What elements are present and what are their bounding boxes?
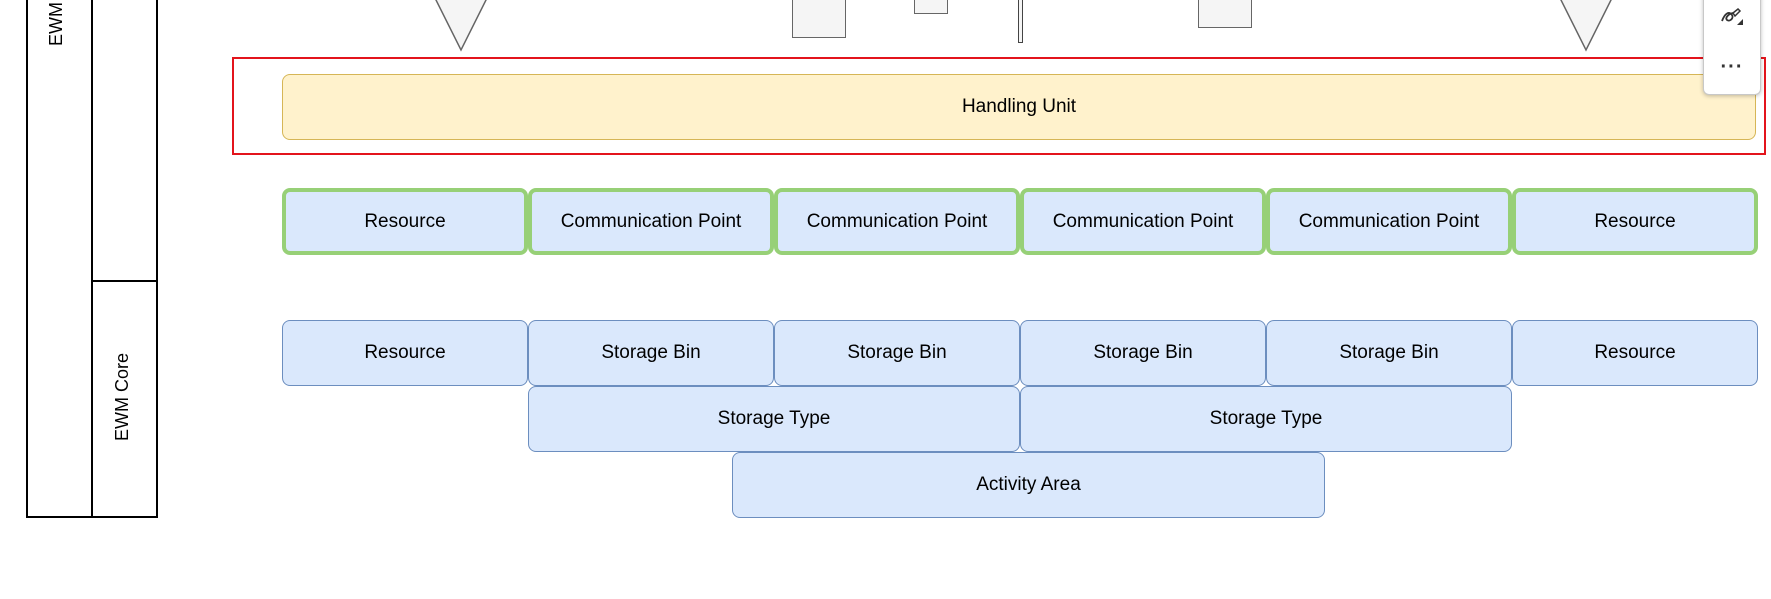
more-horizontal-icon: ··· (1720, 55, 1744, 78)
floating-toolbar: ··· (1703, 0, 1761, 95)
storage-type-box-2[interactable]: Storage Type (1020, 386, 1512, 452)
handling-unit-box[interactable]: Handling Unit (282, 74, 1756, 140)
box-label: Communication Point (560, 210, 742, 232)
resource-core-box-right[interactable]: Resource (1512, 320, 1758, 386)
swimlane-lane-divider (91, 280, 158, 282)
storage-bin-box-2[interactable]: Storage Bin (774, 320, 1020, 386)
pen-icon (1721, 7, 1743, 25)
communication-point-box-1[interactable]: Communication Point (528, 188, 774, 255)
storage-bin-box-3[interactable]: Storage Bin (1020, 320, 1266, 386)
box-label: Storage Type (717, 408, 831, 429)
box-label: Resource (364, 342, 446, 363)
selection-frame (232, 57, 1766, 155)
resource-core-box-left[interactable]: Resource (282, 320, 528, 386)
top-rectangle-2[interactable] (914, 0, 948, 14)
storage-bin-box-1[interactable]: Storage Bin (528, 320, 774, 386)
box-label: Communication Point (1052, 210, 1234, 232)
storage-bin-box-4[interactable]: Storage Bin (1266, 320, 1512, 386)
storage-type-box-1[interactable]: Storage Type (528, 386, 1020, 452)
top-rectangle-3[interactable] (1198, 0, 1252, 28)
box-label: Resource (1594, 342, 1676, 363)
lane-label-ewm: EWM (46, 2, 66, 46)
box-label: Communication Point (1298, 210, 1480, 232)
lane-label-ewm-core: EWM Core (112, 353, 132, 442)
communication-point-box-4[interactable]: Communication Point (1266, 188, 1512, 255)
top-triangle-right[interactable] (1558, 0, 1614, 54)
handling-unit-label: Handling Unit (961, 96, 1077, 117)
box-label: Storage Bin (601, 342, 701, 363)
box-label: Resource (1594, 210, 1676, 232)
top-triangle-left[interactable] (433, 0, 489, 54)
top-rectangle-1[interactable] (792, 0, 846, 38)
communication-point-box-2[interactable]: Communication Point (774, 188, 1020, 255)
edit-style-button[interactable] (1704, 1, 1760, 33)
box-label: Activity Area (976, 474, 1081, 495)
box-label: Storage Bin (1339, 342, 1439, 363)
top-bar[interactable] (1018, 0, 1023, 43)
communication-point-box-3[interactable]: Communication Point (1020, 188, 1266, 255)
swimlane-header-divider (91, 0, 93, 518)
box-label: Resource (364, 210, 446, 232)
activity-area-box[interactable]: Activity Area (732, 452, 1325, 518)
resource-box-right[interactable]: Resource (1512, 188, 1758, 255)
box-label: Storage Type (1209, 408, 1323, 429)
more-options-button[interactable]: ··· (1704, 53, 1760, 81)
box-label: Storage Bin (847, 342, 947, 363)
resource-box-left[interactable]: Resource (282, 188, 528, 255)
box-label: Communication Point (806, 210, 988, 232)
box-label: Storage Bin (1093, 342, 1193, 363)
